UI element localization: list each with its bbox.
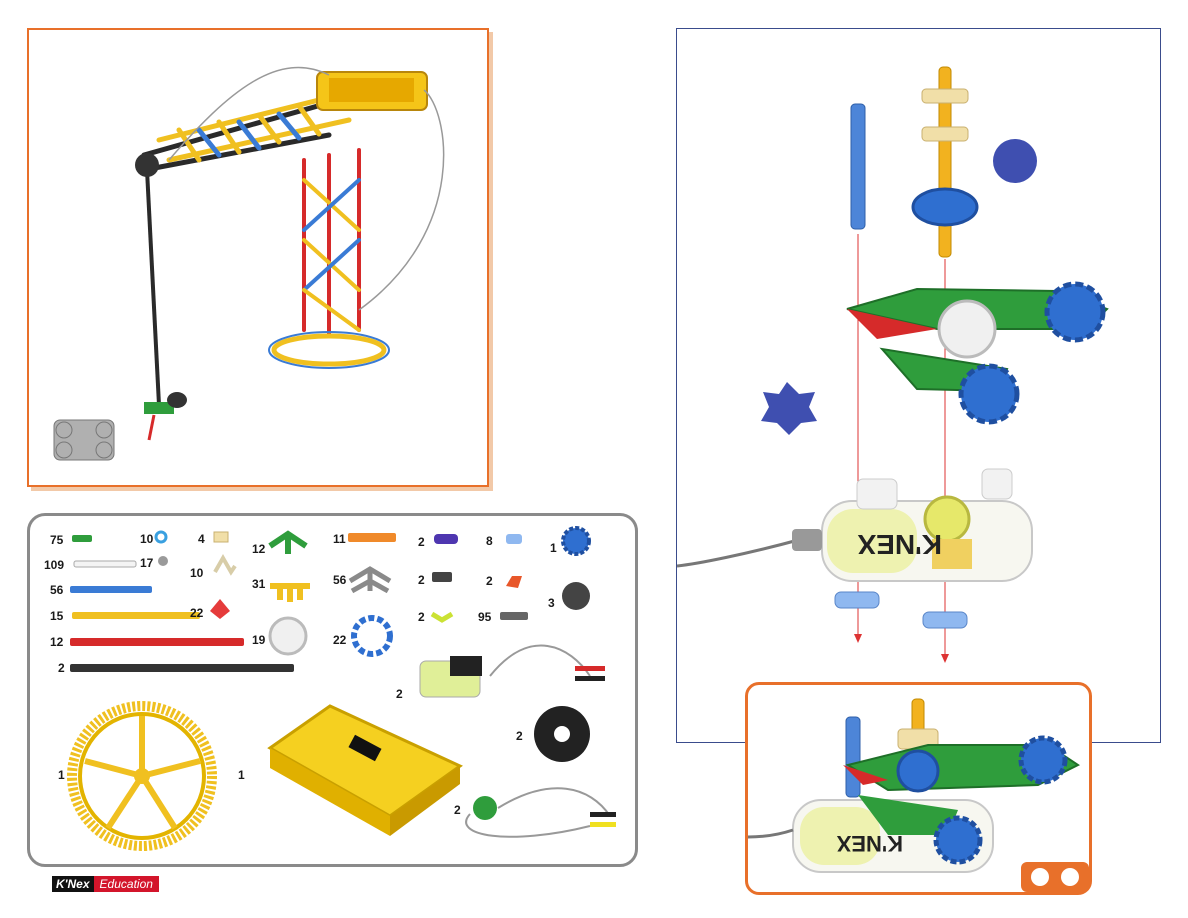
orange-clip-icon: [506, 576, 522, 588]
qty-blue-rod: 56: [50, 583, 64, 597]
qty-white-8way: 19: [252, 633, 266, 647]
assembly-step-illustration: K'NEX: [676, 66, 1109, 663]
orange-connector-icon: [348, 533, 396, 542]
light-blue-clip-icon: [506, 534, 522, 544]
qty-yellow-5way: 31: [252, 577, 266, 591]
connector-assembly-part: [846, 281, 1109, 425]
qty-tan-connector: 10: [190, 566, 204, 580]
qty-dark-gray-clip: 2: [418, 573, 425, 587]
qty-green-connector: 75: [50, 533, 64, 547]
knex-education-logo: K'Nex Education: [52, 876, 159, 892]
dark-gray-hinge-icon: [500, 612, 528, 620]
qty-blue-gear: 1: [550, 541, 557, 555]
qty-blue-8way: 22: [333, 633, 347, 647]
qty-gray-rod: 2: [58, 661, 65, 675]
qty-light-blue-clip: 8: [486, 534, 493, 548]
gray-7way-icon: [348, 566, 392, 594]
logo-brand: K'Nex: [52, 876, 94, 892]
silver-spacer-icon: [158, 556, 168, 566]
blue-rod-part: [850, 103, 866, 230]
battery-box-icon: [267, 704, 463, 836]
parts-inventory-panel: 75 109 56 15 12 2 10 17 4 10 22 12 31 19…: [27, 513, 638, 867]
motor-part-icon: [419, 644, 605, 698]
tan-clip-top: [921, 88, 969, 104]
qty-motor: 2: [396, 687, 403, 701]
result-motor-label: K'NEX: [836, 831, 903, 856]
light-blue-clip-right: [922, 611, 968, 629]
parts-illustrations: [67, 526, 616, 851]
yellow-rod-icon: [72, 612, 200, 619]
white-rod-icon: [73, 560, 137, 568]
qty-yellow-rod: 15: [50, 609, 64, 623]
qty-gray-7way: 56: [333, 573, 347, 587]
motor-part: [676, 468, 1033, 582]
logo-education: Education: [93, 876, 159, 892]
crane-model-illustration: [53, 66, 445, 461]
qty-tan-clip: 4: [198, 532, 205, 546]
step-marker-circle: [993, 139, 1037, 183]
step-result-illustration: K'NEX: [747, 698, 1089, 892]
qty-dark-gray-hinge: 95: [478, 610, 492, 624]
qty-large-yellow-gear: 1: [58, 768, 65, 782]
gray-tire-icon: [562, 582, 590, 610]
gray-rod-icon: [70, 664, 294, 672]
white-8way-icon: [268, 616, 308, 656]
light-blue-clip-left: [834, 591, 880, 609]
motor-brand-label: K'NEX: [857, 529, 942, 560]
assembly-step-panel: K'NEX: [676, 28, 1161, 743]
qty-green-3way: 12: [252, 542, 266, 556]
yellow-clip-icon: [430, 611, 454, 623]
green-3way-icon: [268, 530, 308, 554]
blue-gear-part: [911, 187, 979, 227]
tan-clip-icon: [213, 531, 229, 543]
large-yellow-gear-icon: [67, 701, 217, 851]
red-rod-icon: [70, 638, 244, 646]
qty-purple-connector: 2: [418, 535, 425, 549]
qty-battery-box: 1: [238, 768, 245, 782]
blue-spacer-icon: [154, 530, 168, 544]
qty-orange-clip: 2: [486, 574, 493, 588]
blue-8way-icon: [351, 615, 393, 657]
switch-part-icon: [465, 787, 616, 838]
qty-white-rod: 109: [44, 558, 65, 572]
purple-connector-icon: [434, 534, 458, 544]
qty-blue-spacer: 10: [140, 532, 154, 546]
red-connector-icon: [210, 599, 230, 619]
blue-gear-icon: [561, 526, 591, 556]
step-marker-star: [761, 382, 817, 435]
qty-red-rod: 12: [50, 635, 64, 649]
qty-yellow-clip: 2: [418, 610, 425, 624]
yellow-5way-icon: [270, 583, 310, 602]
dark-gray-clip-icon: [432, 572, 452, 582]
step-result-panel: K'NEX: [745, 682, 1092, 895]
qty-red-connector: 22: [190, 606, 204, 620]
tan-clip-mid: [921, 126, 969, 142]
blue-rod-icon: [70, 586, 152, 593]
qty-black-gear: 2: [516, 729, 523, 743]
qty-switch: 2: [454, 803, 461, 817]
qty-silver-spacer: 17: [140, 556, 154, 570]
qty-gray-tire: 3: [548, 596, 555, 610]
tan-connector-icon: [213, 553, 237, 576]
completed-model-panel: [27, 28, 489, 487]
green-connector-icon: [72, 535, 92, 542]
qty-orange-connector: 11: [333, 532, 346, 546]
